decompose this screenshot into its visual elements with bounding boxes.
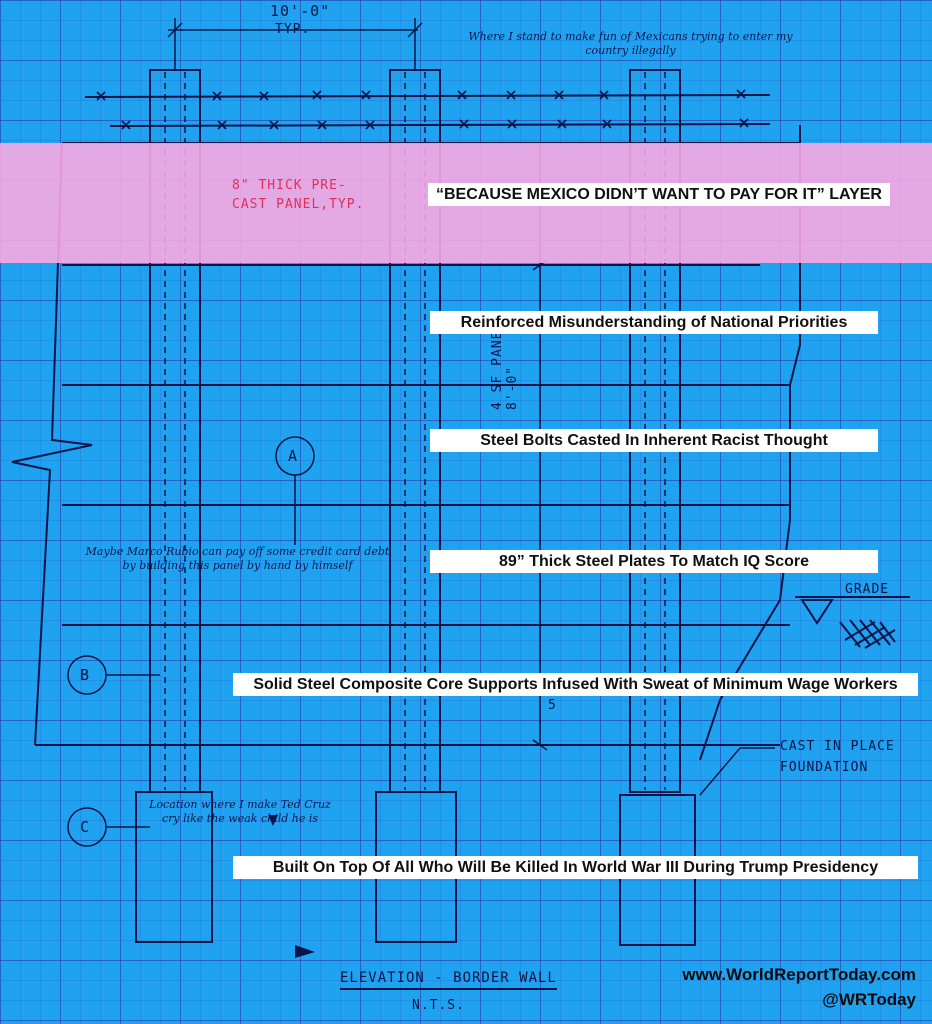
scale-label: N.T.S. [412,998,465,1013]
elevation-title: ELEVATION - BORDER WALL [340,970,557,990]
cast-label-line-2: FOUNDATION [780,760,869,775]
watermark-handle: @WRToday [822,990,916,1009]
note-stand: Where I stand to make fun of Mexicans tr… [468,30,793,57]
typ-label: TYP. [275,22,311,37]
caption-priorities: Reinforced Misunderstanding of National … [430,311,878,334]
grade-label: GRADE [845,582,890,597]
caption-bolts: Steel Bolts Casted In Inherent Racist Th… [430,429,878,452]
caption-layer: “BECAUSE MEXICO DIDN’T WANT TO PAY FOR I… [428,183,890,206]
cast-label-line-1: CAST IN PLACE [780,739,895,754]
panels-dimension-text: 4 SF PANELS 8'-0" [490,312,520,410]
callout-c-label: C [80,818,91,836]
callout-b-label: B [80,666,91,684]
panel-note-line-1: 8" THICK PRE- [232,178,347,193]
caption-foundation: Built On Top Of All Who Will Be Killed I… [233,856,918,879]
note-cruz: Location where I make Ted Cruz cry like … [149,798,331,825]
caption-plates: 89” Thick Steel Plates To Match IQ Score [430,550,878,573]
panel-note-line-2: CAST PANEL,TYP. [232,197,365,212]
callout-a-label: A [288,447,299,465]
note-rubio: Maybe Marco Rubio can pay off some credi… [85,545,390,572]
dimension-label: 10'-0" [270,2,331,20]
barbed-wire-top [84,94,771,98]
caption-core: Solid Steel Composite Core Supports Infu… [233,673,918,696]
watermark-site: www.WorldReportToday.com [682,965,916,984]
panels-dimension-five: 5 [548,698,557,713]
